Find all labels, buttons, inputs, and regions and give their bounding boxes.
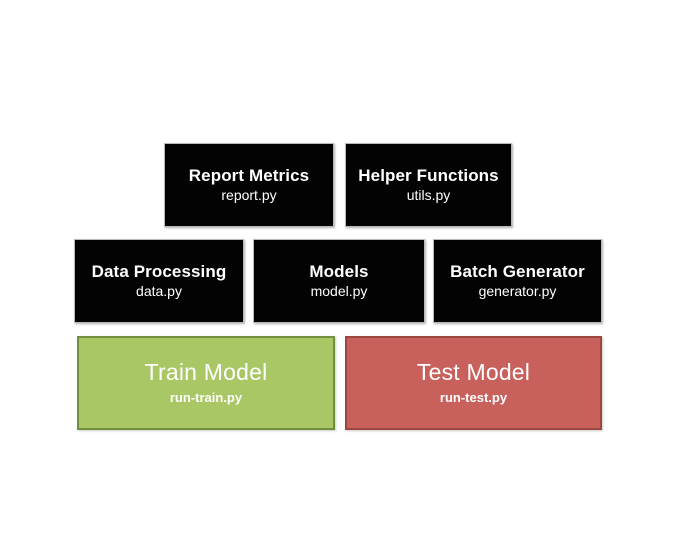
node-helper-functions[interactable]: Helper Functions utils.py (345, 143, 512, 227)
node-filename: report.py (221, 187, 277, 204)
node-train-model[interactable]: Train Model run-train.py (77, 336, 335, 430)
node-models[interactable]: Models model.py (253, 239, 425, 323)
node-data-processing[interactable]: Data Processing data.py (74, 239, 244, 323)
node-filename: generator.py (478, 283, 557, 300)
node-batch-generator[interactable]: Batch Generator generator.py (433, 239, 602, 323)
node-title: Train Model (144, 359, 268, 386)
node-filename: model.py (310, 283, 368, 300)
node-filename: run-test.py (439, 390, 508, 406)
node-title: Models (309, 262, 369, 282)
node-title: Batch Generator (450, 262, 585, 282)
node-report-metrics[interactable]: Report Metrics report.py (164, 143, 334, 227)
node-title: Data Processing (91, 262, 227, 282)
node-title: Report Metrics (188, 166, 310, 186)
node-filename: run-train.py (169, 390, 243, 406)
node-filename: utils.py (406, 187, 451, 204)
node-title: Test Model (416, 359, 531, 386)
node-filename: data.py (136, 283, 182, 300)
node-title: Helper Functions (358, 166, 499, 186)
node-test-model[interactable]: Test Model run-test.py (345, 336, 602, 430)
